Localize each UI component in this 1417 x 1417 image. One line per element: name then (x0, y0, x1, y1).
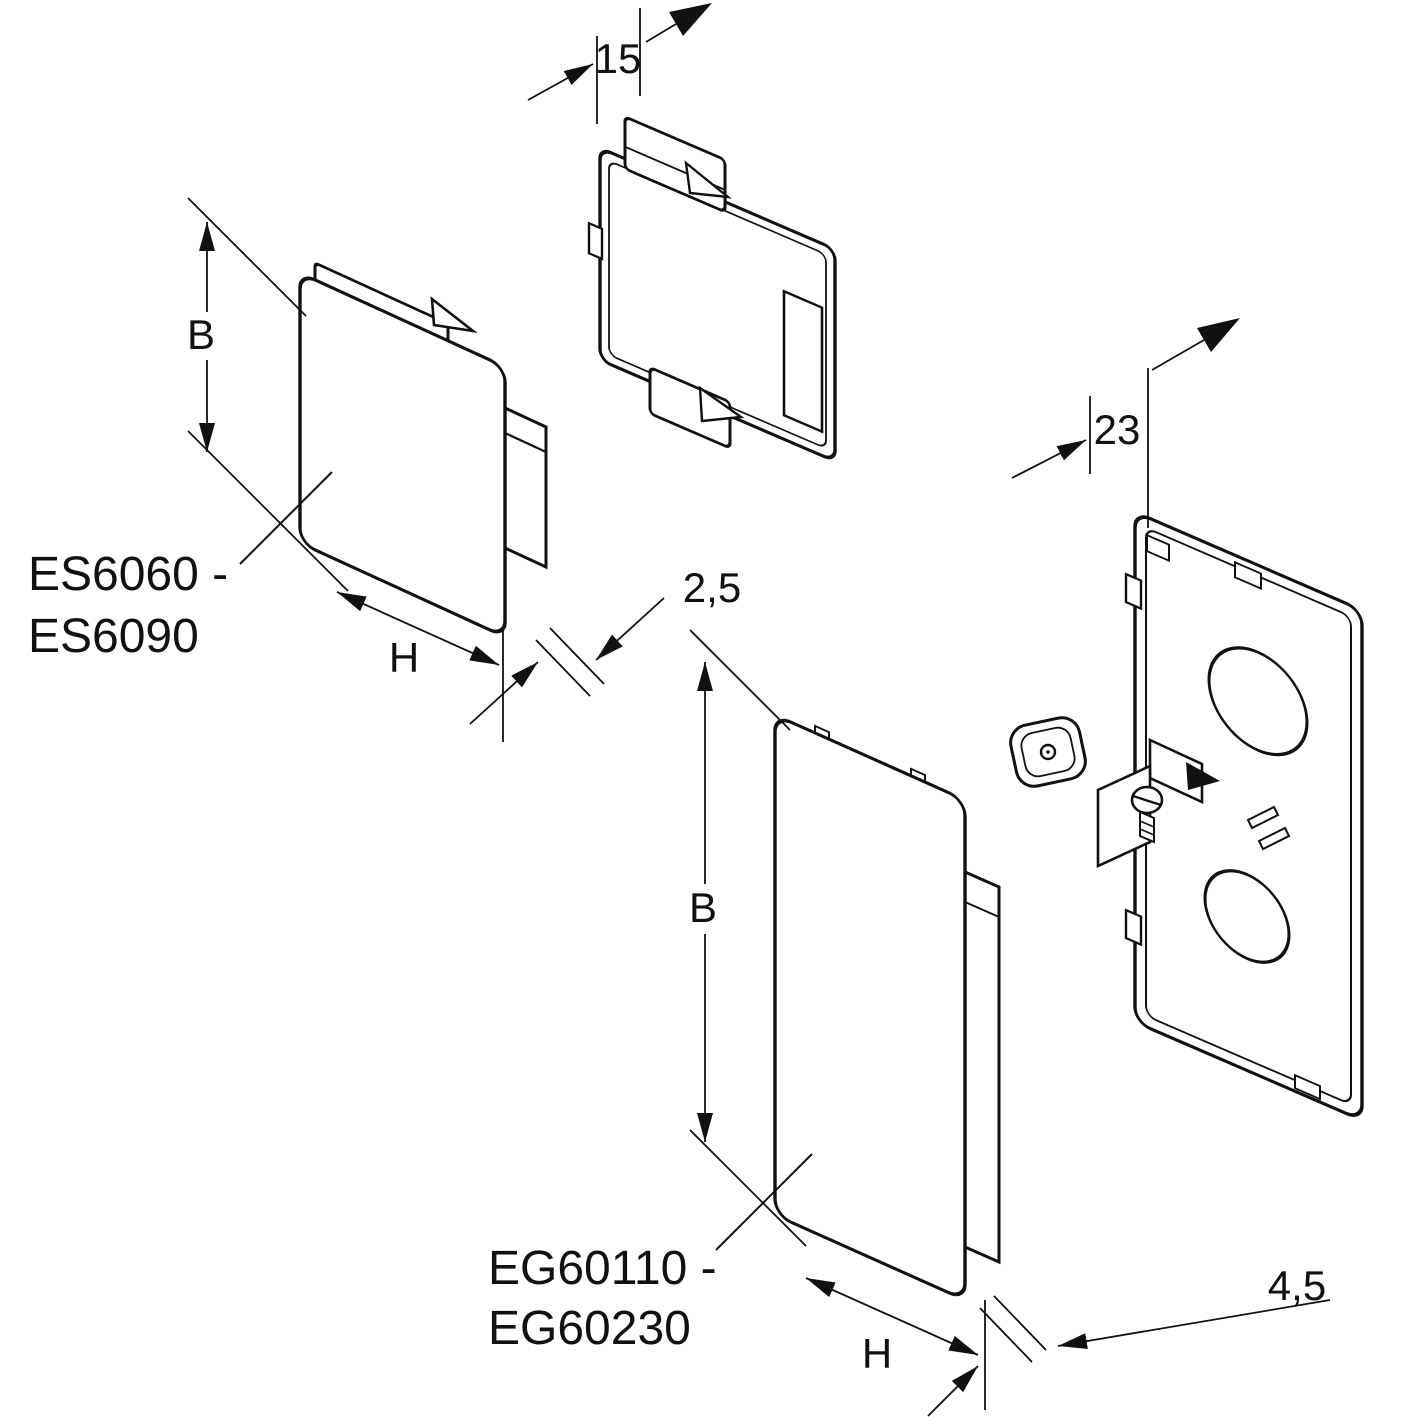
end-cap-small-back (587, 116, 837, 460)
dim-label-bg (180, 312, 224, 360)
dimension-depth-plate (1011, 339, 1205, 528)
plate-corner-clip (1146, 533, 1170, 563)
tick-line (979, 1307, 1033, 1363)
ext-line (689, 629, 791, 731)
arrow-line (1011, 439, 1087, 479)
arrow-line (1057, 1299, 1331, 1350)
dim-line (805, 1277, 979, 1356)
plate-bottom-tab (1294, 1073, 1321, 1101)
large-cap-face (773, 718, 967, 1297)
part-label-small-line1: ES6060 - (28, 548, 228, 601)
arrow-line (527, 63, 594, 101)
dim-b-large-label: B (689, 884, 717, 931)
ext-line (689, 1129, 807, 1247)
plate-knockout-upper (1207, 646, 1309, 757)
plate-left-clip-upper (1124, 572, 1143, 611)
dim-label-bg (681, 884, 727, 934)
tick-line (535, 639, 591, 697)
dimension-thickness-small (469, 597, 665, 725)
small-cap-right-tab (782, 289, 824, 434)
screw-slot (1132, 794, 1162, 807)
part-label-large-line2: EG60230 (488, 1302, 691, 1355)
view-direction-arrow-icon (669, 3, 712, 36)
dimension-depth-small (527, 8, 677, 124)
grommet-inner (1020, 726, 1076, 778)
plate-top-tab (1234, 560, 1262, 590)
dim-h-small-label: H (389, 634, 419, 681)
large-cap-spigot (963, 869, 1001, 1265)
dim-h-large-label: H (862, 1330, 892, 1377)
arrow-line (645, 23, 677, 43)
dimension-thickness-large (927, 1295, 1331, 1417)
mounting-plate-back (1124, 515, 1364, 1117)
screw-thread-2 (1139, 828, 1155, 836)
arrow-line (469, 661, 539, 725)
plate-left-clip-lower (1124, 908, 1143, 947)
small-cap-top-clip-barb (684, 160, 732, 199)
arrow-line (595, 597, 665, 661)
grommet-hole-center (1046, 750, 1050, 754)
part-label-small-line2: ES6090 (28, 610, 199, 663)
small-cap-bottom-hook (648, 367, 732, 448)
plate-slot-1 (1246, 805, 1280, 830)
dim-b-small-label: B (187, 311, 215, 358)
small-cap-bottom-hook-barb (698, 385, 745, 423)
arrow-line (927, 1365, 979, 1417)
ext-line (187, 430, 349, 592)
dim-thickness-small-label: 2,5 (683, 564, 741, 611)
tick-line (993, 1295, 1047, 1351)
leader-small-cap (239, 471, 333, 565)
end-cap-large-front (773, 718, 1001, 1297)
small-cap-spigot-fold (504, 432, 547, 453)
leader-large-cap (715, 1153, 813, 1251)
dim-depth-small-label: 15 (595, 35, 642, 82)
dim-thickness-large-label: 4,5 (1268, 1262, 1326, 1309)
small-cap-spigot (503, 405, 548, 570)
screw-thread-1 (1139, 820, 1155, 828)
arrow-line (1151, 339, 1205, 371)
large-cap-spigot-fold (964, 901, 1000, 918)
plate-knockout-lower (1203, 869, 1291, 964)
ext-line (187, 197, 307, 317)
dim-depth-plate-label: 23 (1094, 406, 1141, 453)
view-direction-arrow-icon (1197, 318, 1240, 352)
dimension-h-large (805, 1277, 986, 1410)
dim-line (336, 591, 500, 666)
plate-slot-2 (1257, 826, 1291, 851)
end-cap-small-front (298, 262, 548, 634)
small-cap-left-notch (587, 221, 604, 261)
plate-outline (1133, 515, 1364, 1117)
part-label-large-line1: EG60110 - (488, 1242, 717, 1295)
fixing-clip-with-screw (1096, 737, 1220, 869)
tick-line (549, 627, 605, 685)
dimension-h-small (336, 591, 504, 742)
small-cap-face (298, 276, 507, 634)
insert-direction-arrow-icon (1186, 762, 1220, 790)
small-cap-barb (430, 296, 478, 334)
screw-shaft (1139, 810, 1155, 844)
